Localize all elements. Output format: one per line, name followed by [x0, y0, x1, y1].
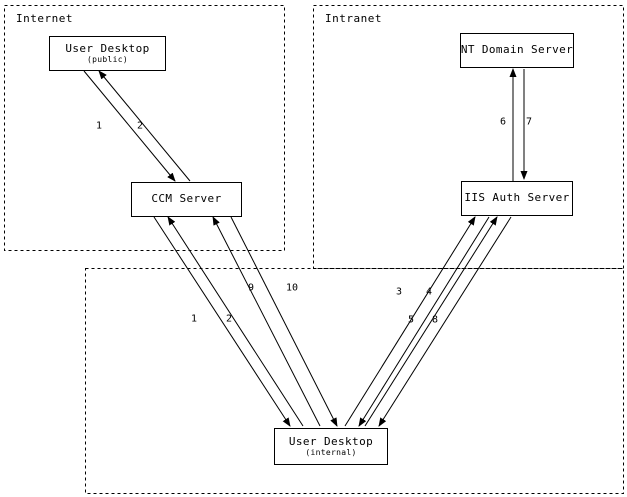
- node-title-nt-domain-server: NT Domain Server: [460, 43, 574, 57]
- flow-label-f3: 3: [395, 286, 403, 298]
- node-title-iis-auth-server: IIS Auth Server: [464, 191, 570, 205]
- flow-label-f1b: 1: [190, 313, 198, 325]
- flow-label-f9: 9: [247, 282, 255, 294]
- flow-label-f7: 7: [525, 116, 533, 128]
- flow-label-f2b: 2: [225, 313, 233, 325]
- flow-arrow-f2b: [167, 216, 304, 427]
- flow-label-f4: 4: [425, 286, 433, 298]
- node-title-user-desktop-internal: User Desktop: [288, 434, 374, 448]
- flow-arrow-f4: [358, 216, 490, 427]
- flow-arrow-f3: [344, 216, 476, 427]
- flow-arrow-f10: [230, 216, 338, 427]
- node-title-user-desktop-public: User Desktop: [65, 41, 150, 55]
- zone-label-internet: Internet: [16, 12, 73, 25]
- flow-label-f8: 8: [431, 314, 439, 326]
- flow-arrow-f8: [378, 216, 512, 427]
- zone-border-bottom: [85, 268, 624, 494]
- node-nt-domain-server[interactable]: NT Domain Server: [460, 33, 574, 68]
- node-subtitle-user-desktop-public: (public): [87, 55, 128, 65]
- node-user-desktop-internal[interactable]: User Desktop(internal): [274, 428, 388, 465]
- flow-label-f2: 2: [136, 120, 144, 132]
- node-subtitle-user-desktop-internal: (internal): [305, 448, 357, 458]
- node-ccm-server[interactable]: CCM Server: [131, 182, 242, 217]
- zone-borders-layer: [4, 5, 624, 494]
- node-title-ccm-server: CCM Server: [151, 192, 222, 206]
- flow-arrows-layer: [83, 68, 528, 427]
- zone-border-internet: [4, 5, 285, 251]
- flow-arrow-f5: [364, 216, 498, 427]
- flow-label-f6: 6: [499, 116, 507, 128]
- flow-label-f5: 5: [407, 314, 415, 326]
- zone-border-intranet: [313, 5, 624, 269]
- node-user-desktop-public[interactable]: User Desktop(public): [49, 36, 166, 71]
- flow-arrow-f1: [83, 70, 176, 182]
- flow-label-f10: 10: [285, 282, 299, 294]
- node-iis-auth-server[interactable]: IIS Auth Server: [461, 181, 573, 216]
- zone-label-intranet: Intranet: [325, 12, 382, 25]
- flow-arrow-f2: [98, 70, 191, 182]
- flow-arrow-f1b: [153, 216, 291, 427]
- flow-arrow-f9: [212, 216, 321, 427]
- flow-label-f1: 1: [95, 120, 103, 132]
